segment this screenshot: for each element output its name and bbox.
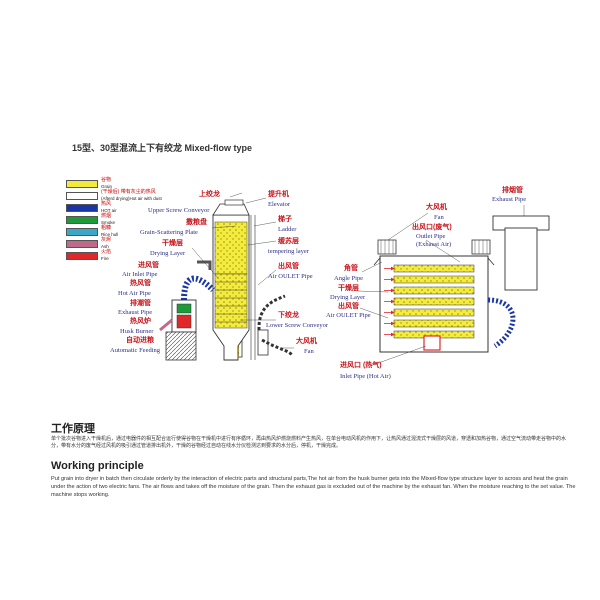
right-air-outlet-label-cn: 出风管 — [338, 303, 359, 310]
tempering-label-cn: 缓苏层 — [278, 238, 299, 245]
air-inlet-label-cn: 进风管 — [138, 262, 159, 269]
ladder-label-en: Ladder — [278, 226, 297, 233]
grain-plate-label-en: Grain-Scattering Plate — [140, 229, 198, 236]
outlet-label-cn: 出风口(废气) — [412, 224, 452, 231]
husk-burner-label-cn: 热风炉 — [130, 318, 151, 325]
right-drying-label-cn: 干燥层 — [338, 285, 359, 292]
fan-right — [471, 239, 491, 255]
upper-screw-label-cn: 上绞龙 — [199, 191, 220, 198]
air-outlet-label-cn: 出风管 — [278, 263, 299, 270]
outlet-label-en2: (Exhaust Air) — [416, 241, 452, 248]
exhaust-label-cn: 排潮管 — [130, 300, 151, 307]
right-air-outlet-label-en: Air OULET Pipe — [326, 312, 371, 319]
inlet-label-cn: 进风口 (热气) — [340, 362, 382, 369]
outlet-label-en: Outlet Pipe — [416, 233, 446, 240]
legend-swatch — [66, 204, 98, 212]
drying-layer-row — [393, 308, 475, 317]
drying-layer-row — [393, 286, 475, 295]
fan-duct — [261, 338, 294, 357]
right-fan-label-cn: 大风机 — [426, 204, 447, 211]
fan-left — [377, 239, 397, 255]
air-inlet-duct — [181, 275, 216, 301]
tempering-label-en: tempering layer — [268, 248, 309, 255]
lower-screw-label-en: Lower Screw Conveyor — [266, 322, 329, 329]
drying-layer-row — [393, 275, 475, 284]
working-principle-en-body: Put grain into dryer in batch then circu… — [51, 476, 576, 498]
angle-label-cn: 角管 — [344, 265, 358, 272]
working-principle-cn-heading: 工作原理 — [51, 423, 95, 435]
upper-screw — [224, 199, 244, 206]
burner-base — [165, 331, 197, 361]
exhaust-label-en: Exhaust Pipe — [118, 309, 153, 316]
legend-item: (干燥后) 带有灰尘的热风(Afterd drying)Hot air with… — [66, 189, 216, 201]
left-dryer — [159, 192, 294, 361]
lower-screw-label-cn: 下绞龙 — [278, 312, 299, 319]
right-drying-layers — [384, 264, 475, 339]
tempering-layer — [214, 221, 248, 275]
legend-swatch — [66, 240, 98, 248]
inlet-label-en: Inlet Pipe (Hot Air) — [340, 373, 391, 380]
right-fan-label-en: Fan — [434, 214, 444, 221]
auto-feed-label-cn: 自动进粮 — [126, 337, 154, 344]
upper-screw-label-en: Upper Screw Conveyor — [148, 207, 210, 214]
right-dryer — [357, 205, 550, 367]
angle-label-en: Angle Pipe — [334, 275, 364, 282]
drying-label-cn: 干燥层 — [162, 240, 183, 247]
drying-label-en: Drying Layer — [150, 250, 186, 257]
legend-swatch — [66, 252, 98, 260]
drying-layer — [214, 273, 248, 329]
legend-swatch — [66, 228, 98, 236]
grain-plate-label-cn: 撒粮盘 — [186, 219, 207, 226]
elevator-label-en: Elevator — [268, 201, 291, 208]
legend-swatch — [66, 192, 98, 200]
right-exhaust-label-cn: 排烟管 — [502, 187, 523, 194]
fan-label-cn: 大风机 — [296, 338, 317, 345]
ladder — [250, 215, 256, 360]
right-drying-label-en: Drying Layer — [330, 294, 366, 301]
air-outlet-label-en: Air OULET Pipe — [268, 273, 313, 280]
ladder-label-cn: 梯子 — [278, 216, 292, 223]
drying-layer-row — [393, 319, 475, 328]
auto-feed-label-en: Automatic Feeding — [110, 347, 161, 354]
right-exhaust-label-en: Exhaust Pipe — [492, 196, 527, 203]
hot-air-label-en: Hot Air Pipe — [118, 290, 151, 297]
hot-air-label-cn: 热风管 — [130, 280, 151, 287]
legend-swatch — [66, 216, 98, 224]
fan-label-en: Fan — [304, 348, 314, 355]
working-principle-cn-body: 单个批次谷物进入干燥机后，通过电器件的相互配合运行使得谷物在干燥机中进行有序循环… — [51, 436, 567, 449]
legend-swatch — [66, 180, 98, 188]
inlet-pipe — [423, 335, 441, 351]
diagram-title: 15型、30型混流上下有绞龙 Mixed-flow type — [72, 143, 253, 153]
working-principle-en-heading: Working principle — [51, 460, 144, 472]
drying-layer-row — [393, 264, 475, 273]
dryer-diagram — [159, 192, 550, 367]
husk-burner-label-en: Husk Burner — [120, 328, 154, 335]
elevator-label-cn: 提升机 — [268, 191, 289, 198]
air-outlet-pipe — [257, 294, 286, 331]
legend-label: (干燥后) 带有灰尘的热风(Afterd drying)Hot air with… — [101, 189, 162, 201]
air-inlet-label-en: Air Inlet Pipe — [122, 271, 158, 278]
drying-layer-row — [393, 297, 475, 306]
